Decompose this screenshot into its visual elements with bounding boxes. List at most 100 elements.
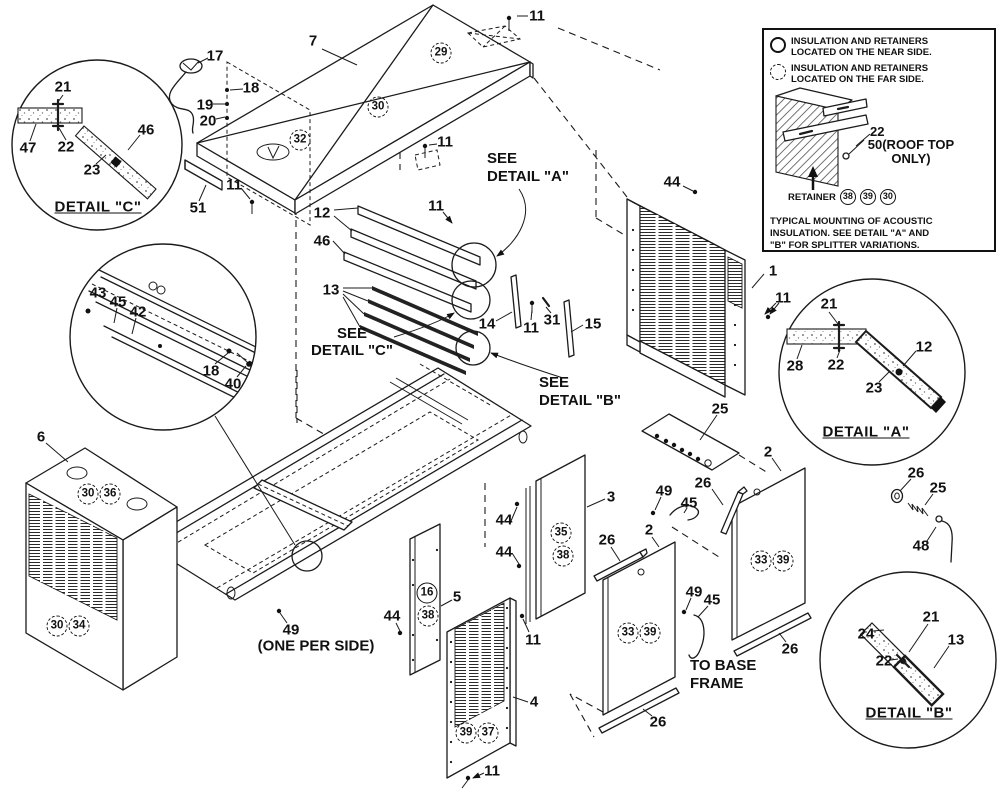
legend-note: TYPICAL MOUNTING OF ACOUSTIC INSULATION.… — [770, 216, 933, 251]
part-callout-4: 4 — [529, 693, 539, 711]
part-callout-37: 37 — [477, 722, 499, 744]
part-callout-47: 47 — [19, 139, 37, 157]
legend-far-side-text: INSULATION AND RETAINERS LOCATED ON THE … — [791, 63, 929, 85]
part-callout-38: 38 — [417, 605, 439, 627]
legend-illustration — [775, 87, 871, 190]
part-callout-30: 30 — [46, 615, 68, 637]
part-callout-20: 20 — [199, 112, 217, 130]
part-callout-2: 2 — [644, 521, 654, 539]
part-callout-28: 28 — [786, 357, 804, 375]
part-callout-31: 31 — [543, 311, 561, 329]
rail-detail-view — [69, 243, 257, 431]
legend-near-side-text: INSULATION AND RETAINERS LOCATED ON THE … — [791, 36, 932, 58]
retainer-item-39: 39 — [859, 189, 876, 205]
part-callout-11: 11 — [428, 197, 444, 215]
part-callout-11: 11 — [437, 133, 453, 151]
detail-a-view — [764, 278, 966, 466]
part-callout-30: 30 — [77, 483, 99, 505]
detail-title: DETAIL "C" — [54, 198, 142, 216]
part-callout-34: 34 — [68, 615, 90, 637]
part-callout-48: 48 — [912, 537, 930, 555]
legend-item-22: 22 — [870, 124, 885, 139]
part-callout-25: 25 — [711, 400, 729, 418]
part-callout-40: 40 — [224, 375, 242, 393]
part-callout-32: 32 — [289, 129, 311, 151]
part-callout-49: 49 — [685, 583, 703, 601]
part-callout-18: 18 — [202, 362, 220, 380]
part-callout-11: 11 — [525, 631, 541, 649]
base-frame — [141, 363, 532, 624]
part-callout-51: 51 — [189, 199, 207, 217]
part-callout-1: 1 — [768, 262, 778, 280]
part-callout-29: 29 — [430, 42, 452, 64]
part-callout-23: 23 — [865, 379, 883, 397]
acoustic-splitters — [332, 188, 584, 379]
legend-box: INSULATION AND RETAINERS LOCATED ON THE … — [762, 28, 996, 252]
retainer-item-30: 30 — [879, 189, 896, 205]
detail-title: DETAIL "A" — [822, 423, 910, 441]
part-callout-44: 44 — [495, 543, 513, 561]
part-callout-12: 12 — [313, 204, 331, 222]
part-callout-23: 23 — [83, 161, 101, 179]
part-callout-46: 46 — [313, 232, 331, 250]
part-callout-12: 12 — [915, 338, 933, 356]
access-panels — [510, 413, 812, 734]
note-label: SEE DETAIL "A" — [487, 150, 570, 185]
part-callout-22: 22 — [57, 138, 75, 156]
part-callout-38: 38 — [552, 545, 574, 567]
part-callout-42: 42 — [129, 303, 147, 321]
legend-item-50: 50(ROOF TOP ONLY) — [867, 137, 955, 166]
part-callout-24: 24 — [857, 625, 875, 643]
part-callout-7: 7 — [308, 32, 318, 50]
detail-title: DETAIL "B" — [865, 704, 953, 722]
legend-retainer-row: RETAINER 38 39 30 — [788, 189, 896, 205]
part-callout-46: 46 — [137, 121, 155, 139]
part-callout-44: 44 — [383, 607, 401, 625]
part-callout-15: 15 — [584, 315, 602, 333]
note-label: TO BASE FRAME — [690, 657, 757, 692]
part-callout-6: 6 — [36, 428, 46, 446]
retainer-item-38: 38 — [839, 189, 856, 205]
part-callout-44: 44 — [663, 173, 681, 191]
left-end-panel-6 — [25, 442, 178, 691]
part-callout-49: 49 — [282, 621, 300, 639]
front-louvered-panel-4 — [446, 597, 530, 789]
part-callout-17: 17 — [206, 47, 224, 65]
detail-b-view — [819, 571, 997, 749]
part-callout-33: 33 — [617, 622, 639, 644]
part-callout-39: 39 — [639, 622, 661, 644]
part-callout-44: 44 — [495, 511, 513, 529]
door-hardware — [890, 478, 953, 563]
retainer-label: RETAINER — [788, 191, 836, 203]
part-callout-21: 21 — [922, 608, 940, 626]
part-callout-2: 2 — [763, 443, 773, 461]
part-callout-22: 22 — [875, 652, 893, 670]
part-callout-45: 45 — [680, 494, 698, 512]
part-callout-21: 21 — [820, 295, 838, 313]
part-callout-16: 16 — [416, 582, 438, 604]
part-callout-25: 25 — [929, 479, 947, 497]
part-callout-18: 18 — [242, 79, 260, 97]
part-callout-45: 45 — [109, 293, 127, 311]
roof-panel-7 — [168, 4, 534, 226]
far-side-dashed-circle-icon — [770, 64, 786, 80]
part-callout-14: 14 — [478, 315, 496, 333]
part-callout-33: 33 — [750, 550, 772, 572]
part-callout-11: 11 — [226, 176, 242, 194]
part-callout-11: 11 — [484, 762, 500, 780]
part-callout-5: 5 — [452, 588, 462, 606]
note-label: (ONE PER SIDE) — [257, 637, 375, 655]
note-label: SEE DETAIL "B" — [539, 374, 622, 409]
part-callout-39: 39 — [772, 550, 794, 572]
part-callout-21: 21 — [54, 78, 72, 96]
part-callout-26: 26 — [907, 464, 925, 482]
near-side-circle-icon — [770, 37, 786, 53]
part-callout-43: 43 — [89, 284, 107, 302]
part-callout-22: 22 — [827, 356, 845, 374]
rear-louvered-panel-1 — [626, 185, 780, 398]
part-callout-49: 49 — [655, 482, 673, 500]
legend-far-side-row: INSULATION AND RETAINERS LOCATED ON THE … — [770, 63, 928, 85]
part-callout-11: 11 — [529, 7, 545, 25]
